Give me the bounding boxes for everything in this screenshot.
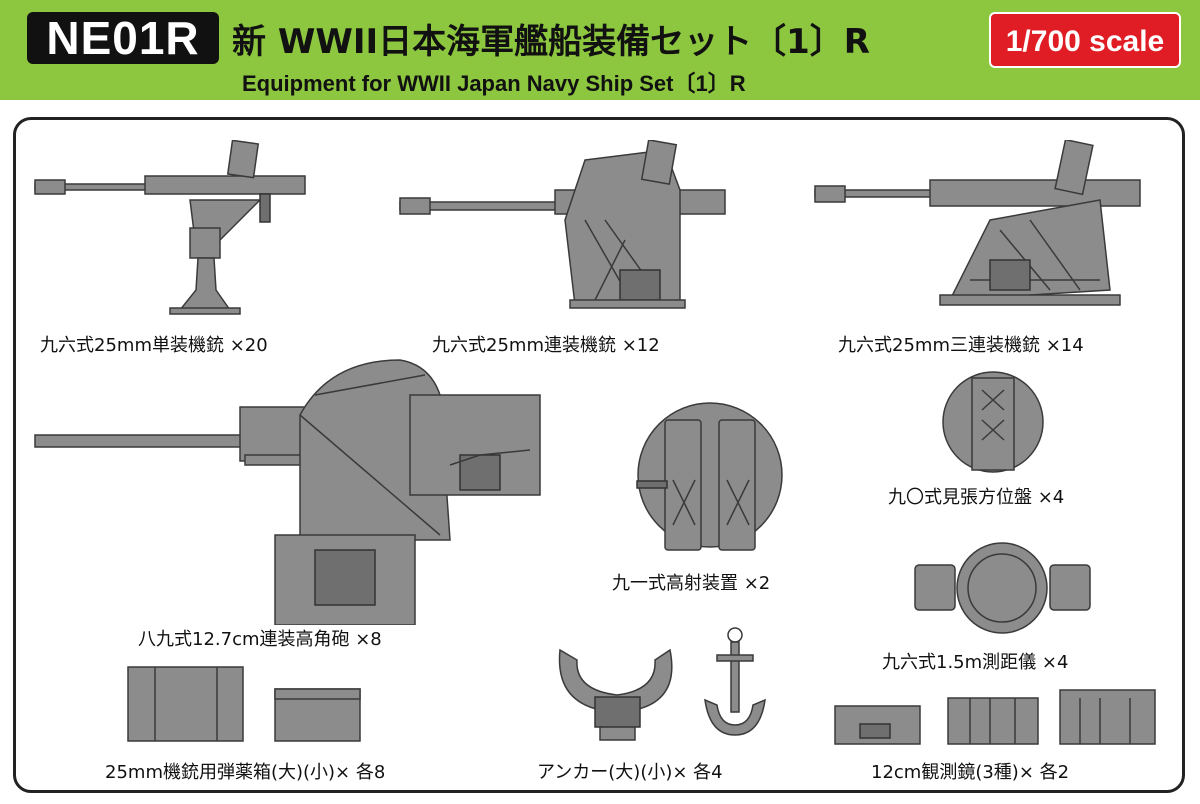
part-label-type91-director: 九一式高射装置 ×2 (612, 573, 771, 594)
12cm-binoculars-drawing (834, 689, 1156, 745)
part-label-twin-25mm: 九六式25mm連装機銃 ×12 (432, 335, 660, 356)
part-label-single-25mm: 九六式25mm単装機銃 ×20 (40, 335, 268, 356)
part-label-type90-lookout: 九〇式見張方位盤 ×4 (888, 487, 1065, 508)
anchors-drawing (558, 627, 766, 741)
part-label-triple-25mm: 九六式25mm三連装機銃 ×14 (838, 335, 1084, 356)
part-label-ammo-boxes: 25mm機銃用弾薬箱(大)(小)× 各8 (105, 762, 386, 783)
type90-lookout-director-drawing (942, 371, 1044, 473)
part-label-binoculars: 12cm観測鏡(3種)× 各2 (871, 762, 1070, 783)
triple-25mm-gun-drawing (814, 140, 1141, 306)
header-banner: NE01R 新 WWII日本海軍艦船装備セット〔1〕R Equipment fo… (0, 0, 1200, 100)
127cm-twin-ha-gun-drawing (34, 359, 541, 625)
type96-rangefinder-drawing (914, 542, 1091, 634)
ammo-boxes-drawing (127, 666, 361, 742)
product-title-japanese: 新 WWII日本海軍艦船装備セット〔1〕R (232, 22, 870, 62)
twin-25mm-gun-drawing (399, 140, 726, 309)
part-label-127cm-ha-gun: 八九式12.7cm連装高角砲 ×8 (138, 629, 382, 650)
product-code: NE01R (27, 12, 219, 64)
part-label-anchors: アンカー(大)(小)× 各4 (537, 762, 723, 783)
type91-fire-director-drawing (636, 402, 783, 551)
scale-badge: 1/700 scale (989, 12, 1181, 68)
single-25mm-gun-drawing (34, 140, 306, 315)
part-label-rangefinder: 九六式1.5m測距儀 ×4 (882, 652, 1069, 673)
product-title-english: Equipment for WWII Japan Navy Ship Set〔1… (242, 71, 746, 96)
